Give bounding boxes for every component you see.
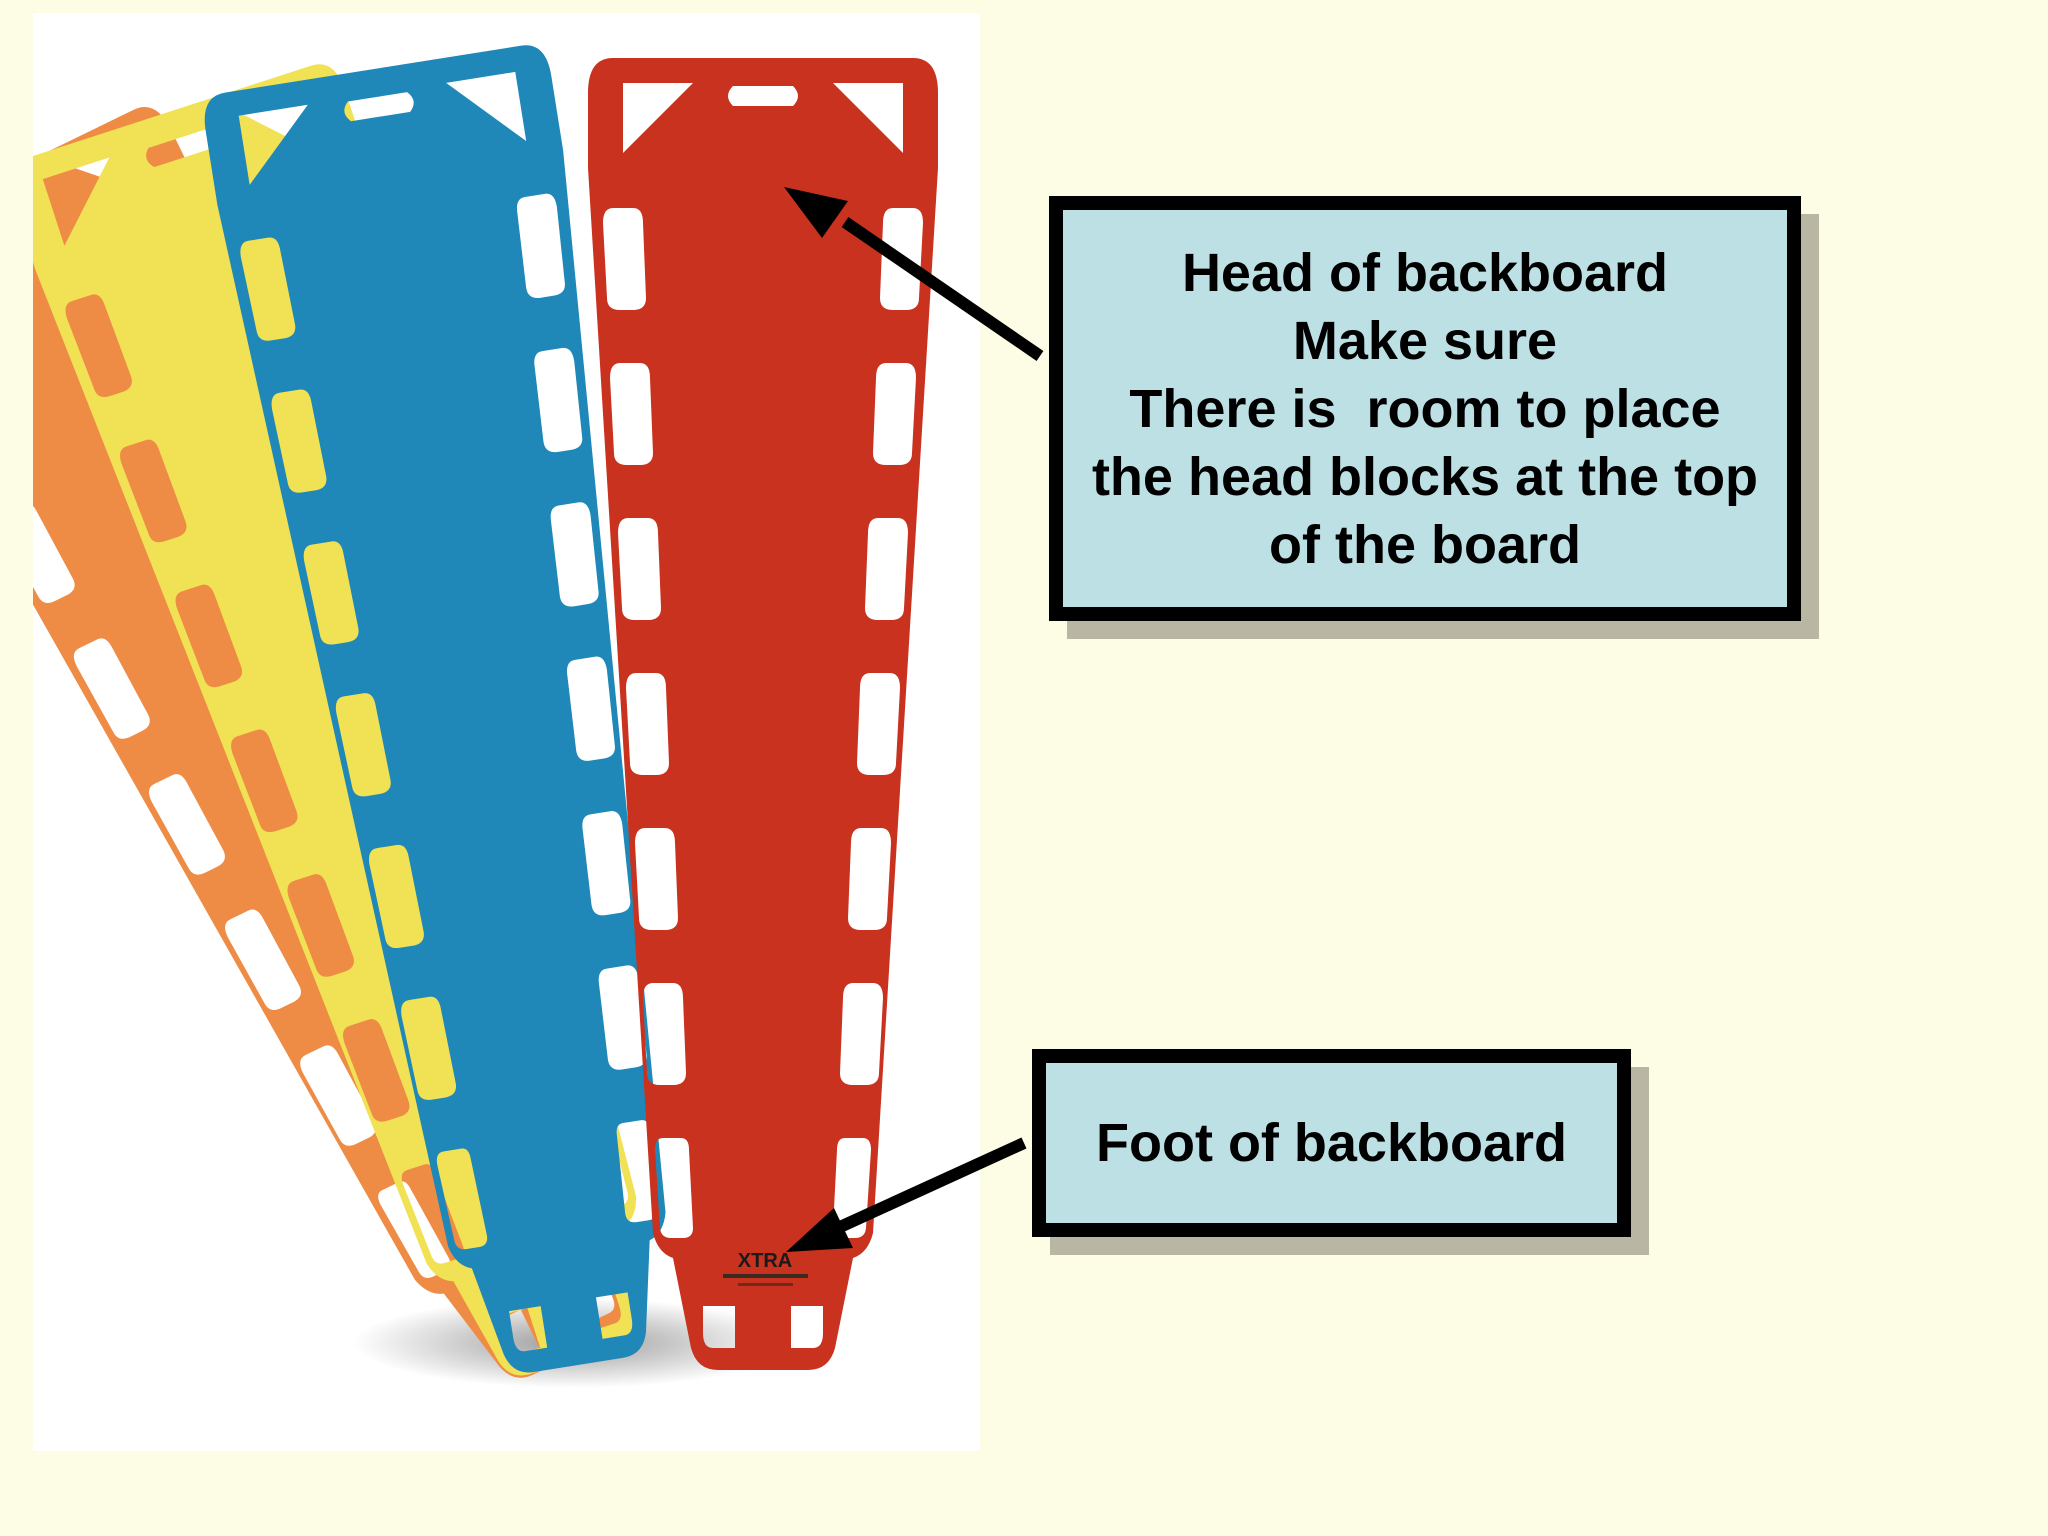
callout-line: the head blocks at the top <box>1091 446 1759 507</box>
foot-arrow <box>786 1137 1027 1252</box>
foot-of-backboard-callout: Foot of backboard <box>1032 1049 1631 1237</box>
callout-line: of the board <box>1269 514 1581 575</box>
brand-logo: XTRA <box>738 1250 792 1272</box>
callout-line: Make sure <box>1292 310 1558 371</box>
callout-line: Head of backboard <box>1181 242 1669 303</box>
brand-subtext <box>723 1274 808 1278</box>
backboard-photo: XTRA <box>33 13 980 1451</box>
brand-subtext <box>738 1283 793 1286</box>
head-arrow <box>784 187 1044 361</box>
callout-line: There is room to place <box>1129 378 1721 439</box>
callout-label: Foot of backboard <box>1096 1113 1567 1173</box>
head-of-backboard-callout: Head of backboard Make sure There is roo… <box>1049 196 1801 621</box>
